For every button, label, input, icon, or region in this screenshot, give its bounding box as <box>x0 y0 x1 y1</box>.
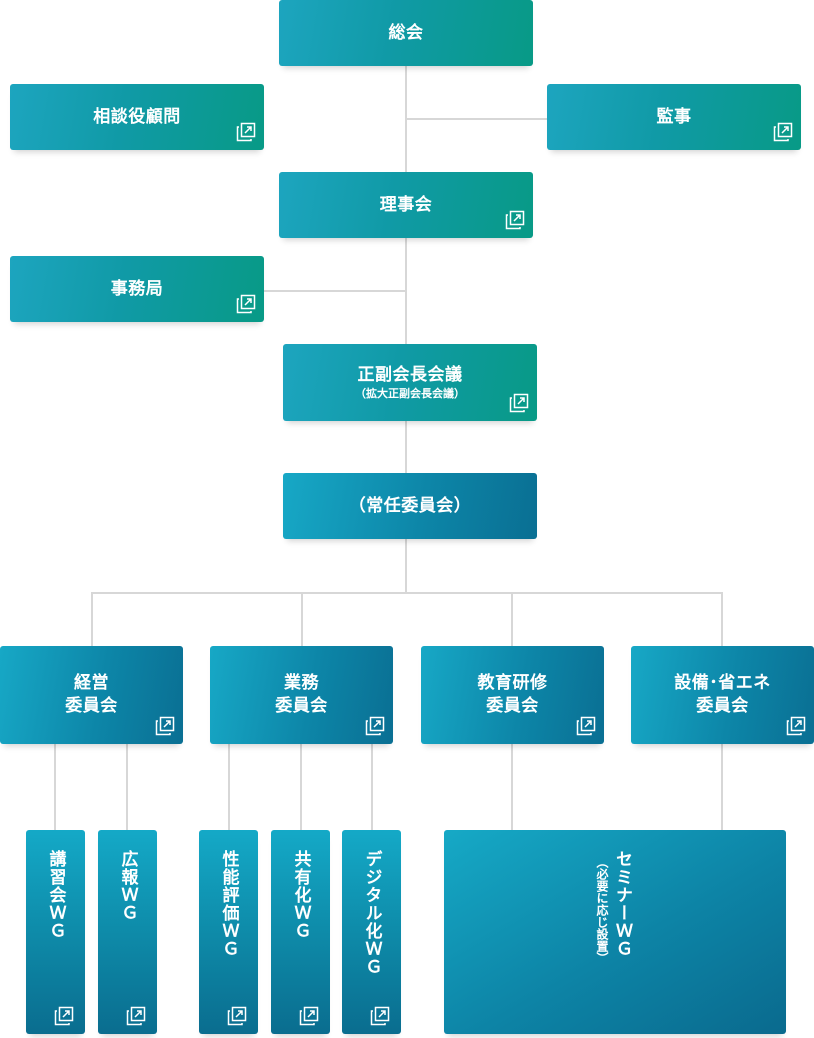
wg-sublabel: （必要に応じ設置） <box>595 856 609 964</box>
committee-label-line1: 業務 <box>284 673 319 693</box>
committee-label-line1: 経営 <box>74 673 109 693</box>
wg-pr-box[interactable]: 広報ＷＧ <box>98 830 157 1034</box>
connector-line <box>228 744 230 830</box>
connector-line <box>511 744 513 830</box>
connector-line <box>406 118 547 120</box>
advisor-label: 相談役顧問 <box>93 106 181 127</box>
wg-performance-box[interactable]: 性能評価ＷＧ <box>199 830 258 1034</box>
external-link-icon <box>576 716 596 736</box>
wg-label: 広報ＷＧ <box>117 850 138 922</box>
secretariat-label: 事務局 <box>110 278 164 299</box>
external-link-icon <box>227 1006 247 1026</box>
external-link-icon <box>365 716 385 736</box>
external-link-icon <box>54 1006 74 1026</box>
wg-label: セミナーＷＧ <box>612 850 632 958</box>
wg-seminar-box: セミナーＷＧ （必要に応じ設置） <box>444 830 786 1034</box>
wg-digital-box[interactable]: デジタル化ＷＧ <box>342 830 401 1034</box>
management-committee-box[interactable]: 経営 委員会 <box>0 646 183 744</box>
connector-line <box>54 744 56 830</box>
committee-label-line2: 委員会 <box>65 696 118 716</box>
external-link-icon <box>509 393 529 413</box>
committee-label-line2: 委員会 <box>486 696 539 716</box>
wg-label: デジタル化ＷＧ <box>361 850 382 976</box>
equipment-committee-box[interactable]: 設備･省エネ 委員会 <box>631 646 814 744</box>
external-link-icon <box>505 210 525 230</box>
board-box[interactable]: 理事会 <box>279 172 533 238</box>
wg-sharing-box[interactable]: 共有化ＷＧ <box>271 830 330 1034</box>
committee-label-line2: 委員会 <box>275 696 328 716</box>
connector-line <box>511 592 513 646</box>
advisor-box[interactable]: 相談役顧問 <box>10 84 264 150</box>
committee-label-line1: 教育研修 <box>477 673 548 693</box>
auditor-label: 監事 <box>656 106 692 127</box>
external-link-icon <box>236 294 256 314</box>
chair-meeting-box[interactable]: 正副会長会議 （拡大正副会長会議） <box>283 344 537 421</box>
external-link-icon <box>155 716 175 736</box>
connector-line <box>92 592 723 594</box>
connector-line <box>405 238 407 344</box>
training-committee-box[interactable]: 教育研修 委員会 <box>421 646 604 744</box>
wg-label: 講習会ＷＧ <box>45 850 66 940</box>
secretariat-box[interactable]: 事務局 <box>10 256 264 322</box>
auditor-box[interactable]: 監事 <box>547 84 801 150</box>
standing-committee-box: （常任委員会） <box>283 473 537 539</box>
connector-line <box>405 421 407 473</box>
external-link-icon <box>773 122 793 142</box>
external-link-icon <box>299 1006 319 1026</box>
external-link-icon <box>370 1006 390 1026</box>
external-link-icon <box>126 1006 146 1026</box>
connector-line <box>263 290 406 292</box>
committee-label-line1: 設備･省エネ <box>674 673 771 693</box>
connector-line <box>301 592 303 646</box>
connector-line <box>300 744 302 830</box>
connector-line <box>126 744 128 830</box>
general-assembly-box[interactable]: 総会 <box>279 0 533 66</box>
connector-line <box>371 744 373 830</box>
operations-committee-box[interactable]: 業務 委員会 <box>210 646 393 744</box>
connector-line <box>721 592 723 646</box>
wg-label: 性能評価ＷＧ <box>218 850 239 958</box>
external-link-icon <box>786 716 806 736</box>
standing-committee-label: （常任委員会） <box>348 495 472 516</box>
wg-seminar-course-box[interactable]: 講習会ＷＧ <box>26 830 85 1034</box>
committee-label-line2: 委員会 <box>696 696 749 716</box>
connector-line <box>405 539 407 593</box>
connector-line <box>721 744 723 830</box>
connector-line <box>91 592 93 646</box>
wg-label: 共有化ＷＧ <box>290 850 311 940</box>
general-assembly-label: 総会 <box>388 22 424 43</box>
chair-meeting-label: 正副会長会議 <box>357 365 463 385</box>
board-label: 理事会 <box>379 194 433 215</box>
external-link-icon <box>236 122 256 142</box>
chair-meeting-sublabel: （拡大正副会長会議） <box>355 387 465 400</box>
